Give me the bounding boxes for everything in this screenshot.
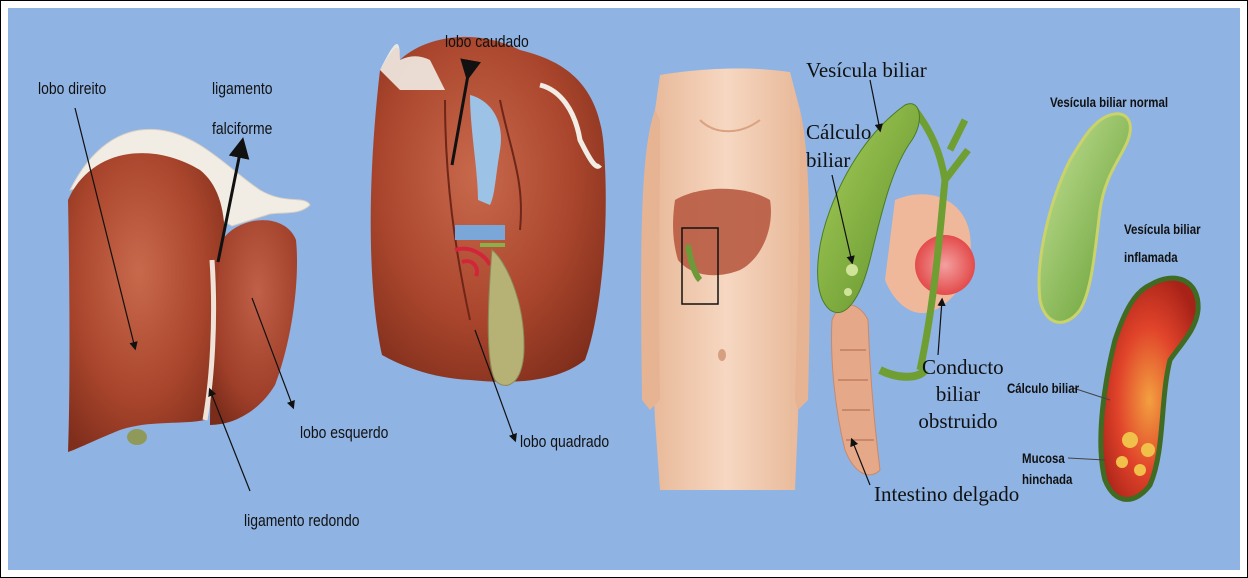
calculo-biliar-label-line2: biliar xyxy=(806,150,850,171)
lobo-esquerdo-label: lobo esquerdo xyxy=(300,424,388,441)
calculo-biliar-comparison-label: Cálculo biliar xyxy=(1007,381,1079,395)
conducto-label-line2: biliar xyxy=(922,384,994,405)
conducto-label-line1: Conducto xyxy=(922,357,994,378)
conducto-label-line3: obstruido xyxy=(916,411,1000,432)
ligamento-falciforme-label-line2: falciforme xyxy=(212,120,272,137)
lobo-direito-label: lobo direito xyxy=(38,80,106,97)
vesicula-normal-label: Vesícula biliar normal xyxy=(1050,95,1168,109)
vesicula-inflamada-label-line1: Vesícula biliar xyxy=(1124,222,1201,236)
vesicula-biliar-label: Vesícula biliar xyxy=(806,60,927,81)
ligamento-redondo-label: ligamento redondo xyxy=(244,512,359,529)
ligamento-falciforme-label-line1: ligamento xyxy=(212,80,272,97)
calculo-biliar-label-line1: Cálculo xyxy=(806,122,871,143)
torso-illustration xyxy=(641,69,810,490)
lobo-quadrado-label: lobo quadrado xyxy=(520,433,609,450)
mucosa-label-line1: Mucosa xyxy=(1022,451,1065,465)
lobo-caudado-label: lobo caudado xyxy=(445,33,529,50)
vesicula-inflamada-label-line2: inflamada xyxy=(1124,250,1178,264)
intestino-delgado-label: Intestino delgado xyxy=(874,484,1019,505)
mucosa-label-line2: hinchada xyxy=(1022,472,1072,486)
